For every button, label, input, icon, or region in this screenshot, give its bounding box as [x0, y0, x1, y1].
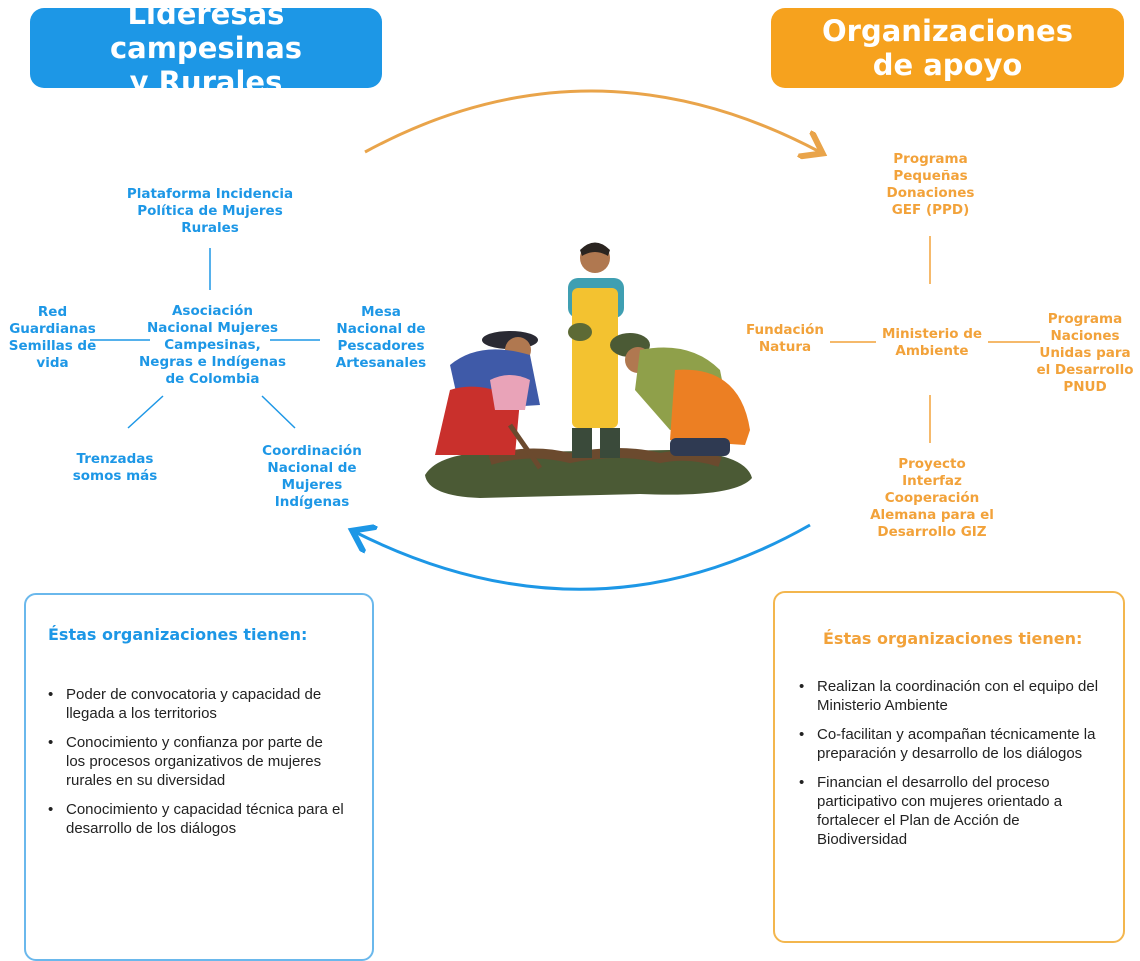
right-header: Organizaciones de apoyo: [771, 8, 1124, 88]
left-box-title: Éstas organizaciones tienen:: [48, 625, 308, 644]
list-item: Conocimiento y capacidad técnica para el…: [46, 800, 346, 838]
right-box-title: Éstas organizaciones tienen:: [823, 629, 1083, 648]
women-farmers-illustration: [425, 242, 752, 498]
arrow-right-curved-icon: [364, 89, 820, 152]
right-header-line1: Organizaciones: [822, 14, 1073, 48]
left-box-list: Poder de convocatoria y capacidad de lle…: [46, 685, 346, 848]
left-header-line2: y Rurales: [129, 65, 283, 99]
left-info-box: Éstas organizaciones tienen: Poder de co…: [24, 593, 374, 961]
left-header: Lideresas campesinas y Rurales: [30, 0, 382, 99]
left-header-line1: Lideresas campesinas: [109, 0, 303, 65]
arrow-left-curved-icon: [355, 523, 811, 591]
right-network-lines: [830, 236, 1040, 443]
left-network-lines: [90, 248, 320, 429]
right-header-line2: de apoyo: [872, 48, 1023, 82]
right-box-list: Realizan la coordinación con el equipo d…: [797, 677, 1102, 859]
list-item: Poder de convocatoria y capacidad de lle…: [46, 685, 346, 723]
right-info-box: Éstas organizaciones tienen: Realizan la…: [773, 591, 1125, 943]
list-item: Financian el desarrollo del proceso part…: [797, 773, 1102, 849]
list-item: Realizan la coordinación con el equipo d…: [797, 677, 1102, 715]
list-item: Co-facilitan y acompañan técnicamente la…: [797, 725, 1102, 763]
list-item: Conocimiento y confianza por parte de lo…: [46, 733, 346, 790]
